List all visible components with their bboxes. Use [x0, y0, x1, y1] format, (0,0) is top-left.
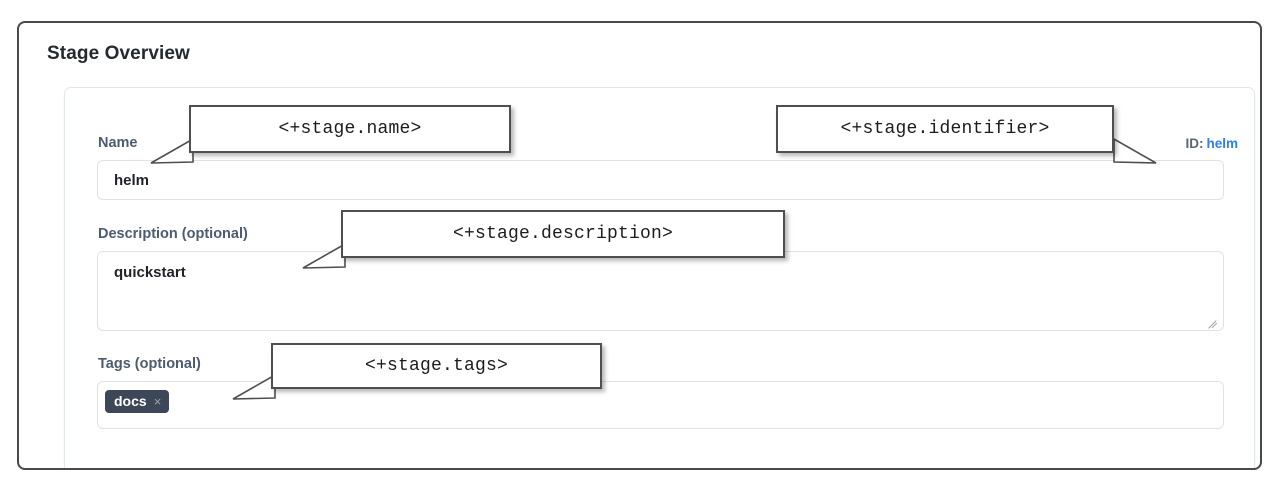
stage-description-callout: <+stage.description> [341, 210, 785, 258]
tags-input[interactable] [97, 381, 1224, 429]
name-input[interactable] [97, 160, 1224, 200]
stage-tags-callout: <+stage.tags> [271, 343, 602, 389]
stage-identifier: ID:helm [1185, 136, 1238, 151]
description-field-label: Description (optional) [98, 226, 248, 242]
stage-name-callout: <+stage.name> [189, 105, 511, 153]
description-textarea[interactable] [97, 251, 1224, 331]
page-title: Stage Overview [47, 43, 190, 64]
close-icon[interactable]: × [153, 393, 162, 409]
tag-list: docs × [105, 390, 170, 413]
tags-field-label: Tags (optional) [98, 356, 201, 372]
name-field-label: Name [98, 135, 138, 151]
tag-chip-label: docs [114, 393, 147, 409]
stage-identifier-callout: <+stage.identifier> [776, 105, 1114, 153]
stage-identifier-value[interactable]: helm [1206, 136, 1238, 151]
stage-overview-panel: Stage Overview Name ID:helm Description … [17, 21, 1262, 470]
stage-identifier-key: ID: [1185, 136, 1204, 151]
stage-identifier-callout-pointer [1112, 137, 1157, 165]
tag-chip-docs[interactable]: docs × [105, 390, 170, 413]
